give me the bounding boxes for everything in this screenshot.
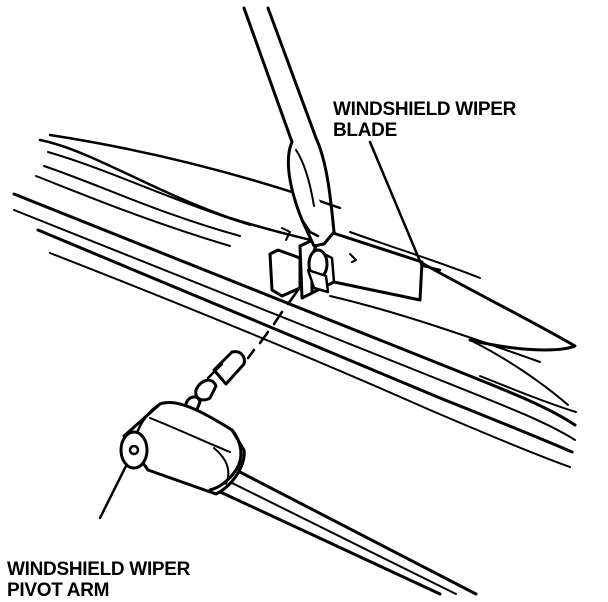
pivot-arm-label: WINDSHIELD WIPER PIVOT ARM: [7, 559, 190, 601]
wiper-blade: [12, 133, 577, 468]
screwdriver: [242, 6, 336, 248]
pivot-arm-leader-line: [98, 464, 128, 520]
blade-label-line1: WINDSHIELD WIPER: [333, 99, 517, 120]
pivot-arm-label-line2: PIVOT ARM: [7, 580, 110, 601]
wiper-pivot-arm: [119, 400, 478, 596]
blade-leader-line: [368, 140, 424, 268]
blade-clip: [268, 227, 424, 302]
blade-label: WINDSHIELD WIPER BLADE: [333, 99, 516, 141]
pivot-arm-pin: [184, 350, 246, 414]
blade-label-line2: BLADE: [333, 120, 397, 141]
pivot-arm-label-line1: WINDSHIELD WIPER: [7, 559, 191, 580]
alignment-line: [246, 288, 300, 360]
